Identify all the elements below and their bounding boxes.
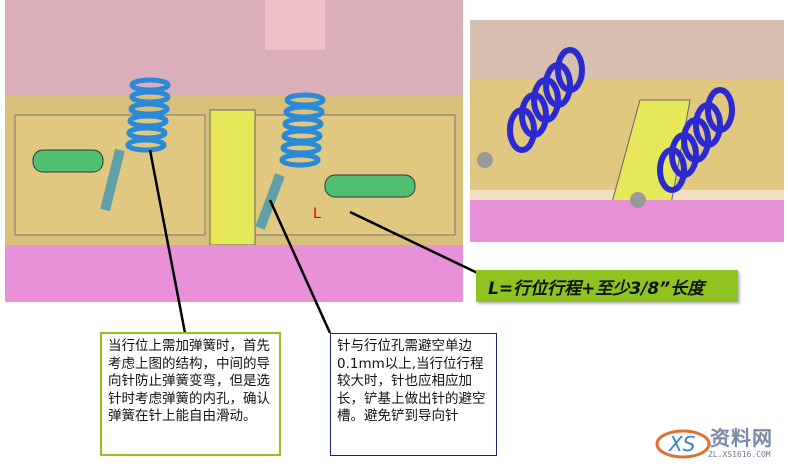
mold-render-right bbox=[470, 20, 784, 242]
note-right: 针与行位孔需避空单边0.1mm以上,当行位行程较大时，针也应相应加长，铲基上做出… bbox=[330, 333, 497, 456]
dimension-label: L bbox=[313, 206, 321, 222]
spring-blue-left bbox=[507, 47, 585, 153]
spring-blue-right bbox=[657, 87, 735, 193]
formula-label: L=行位行程+至少3/8”长度 bbox=[476, 270, 738, 302]
mold-render-left: L bbox=[5, 0, 463, 302]
svg-text:XS: XS bbox=[668, 432, 696, 456]
note-left: 当行位上需加弹簧时，首先考虑上图的结构，中间的导向针防止弹簧变弯，但是选针时考虑… bbox=[100, 332, 281, 456]
watermark-brand: 资料网 bbox=[710, 426, 773, 450]
watermark-logo-icon: XS bbox=[655, 429, 711, 459]
spring-left bbox=[100, 77, 171, 212]
watermark-url: ZL.XS1616.COM bbox=[708, 450, 771, 459]
